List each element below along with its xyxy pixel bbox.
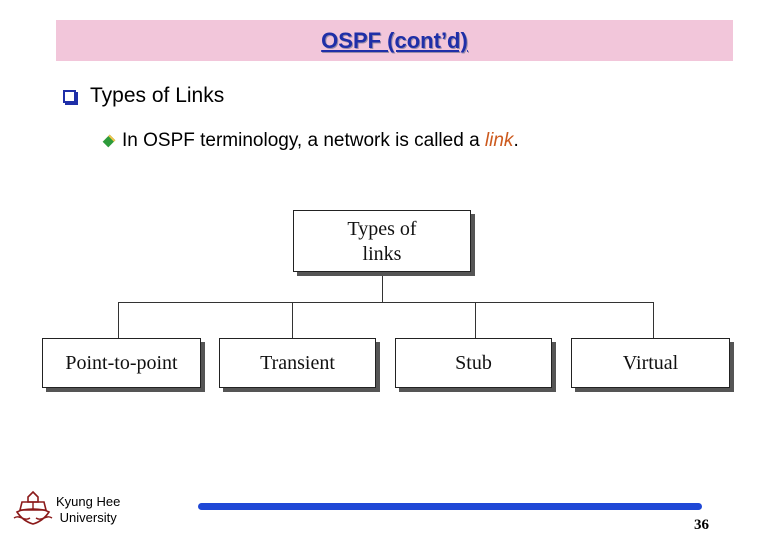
slide-title: OSPF (cont’d) [321,28,468,53]
child-box-stub: Stub [395,338,552,388]
bullet-types-of-links: Types of Links [63,84,224,108]
bullet-level2-suffix: . [513,130,519,151]
child-box-point-to-point: Point-to-point [42,338,201,388]
connector-child-1 [118,302,119,338]
connector-root-down [382,273,383,303]
root-box-types-of-links: Types of links [293,210,471,272]
connector-child-2 [292,302,293,338]
title-bar: OSPF (cont’d) [56,20,733,61]
university-crest-icon [13,490,53,525]
link-word: link [484,130,514,151]
connector-horizontal [118,302,653,303]
bullet-level2-prefix: In OSPF terminology, a network is called… [122,130,485,151]
child-box-virtual: Virtual [571,338,730,388]
bullet-level2-text: In OSPF terminology, a network is called… [122,130,519,152]
root-box-line1: Types of [347,218,417,240]
root-box-line2: links [362,243,402,265]
page-number: 36 [694,517,709,533]
bullet-ospf-terminology: In OSPF terminology, a network is called… [102,130,519,152]
child-box-transient: Transient [219,338,376,388]
university-line2: University [59,510,117,525]
bullet-level1-text: Types of Links [90,84,225,107]
connector-child-4 [653,302,654,338]
connector-child-3 [475,302,476,338]
hollow-square-bullet-icon [63,89,76,103]
university-line1: Kyung Hee [56,494,121,509]
university-name: Kyung Hee University [56,494,120,526]
footer-bar [198,503,702,510]
